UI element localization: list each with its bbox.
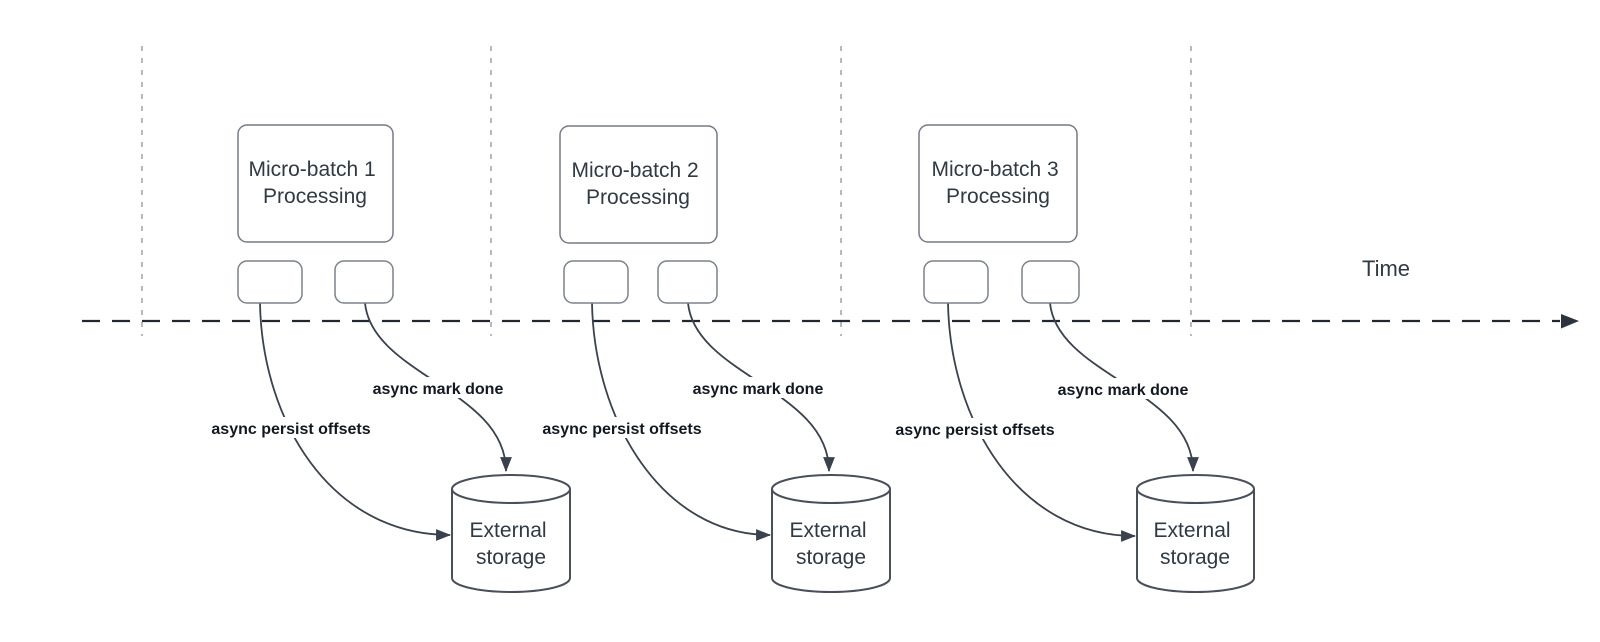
mark-done-label-bg-2 <box>686 377 831 398</box>
micro-batch-group-2: Micro-batch 2 Processing async mark done… <box>535 125 891 593</box>
mark-done-task-box-3 <box>1021 260 1080 304</box>
processing-box-1 <box>237 124 394 243</box>
micro-batch-group-1: Micro-batch 1 Processing async mark done… <box>204 124 571 593</box>
persist-offsets-task-box-2 <box>563 260 629 304</box>
mark-done-label-1: async mark done <box>373 381 504 398</box>
mark-done-label-2: async mark done <box>693 381 824 398</box>
persist-offsets-arrow-3 <box>947 302 1137 542</box>
micro-batch-group-3: Micro-batch 3 Processing async mark done… <box>888 124 1255 593</box>
processing-box-2-label: Micro-batch 2 Processing <box>571 159 704 209</box>
external-storage-cylinder-3: External storage <box>1136 474 1255 593</box>
external-storage-2-line2: storage <box>796 546 866 569</box>
processing-box-3-label: Micro-batch 3 Processing <box>931 158 1064 208</box>
cylinder-body-3 <box>1136 489 1255 593</box>
persist-offsets-label-3: async persist offsets <box>895 422 1054 439</box>
external-storage-cylinder-1: External storage <box>451 474 571 593</box>
persist-offsets-arrow-2 <box>591 302 772 541</box>
external-storage-label-1: External storage <box>470 519 553 569</box>
time-axis-label: Time <box>1362 256 1410 281</box>
persist-offsets-label-bg-1 <box>204 417 379 438</box>
mark-done-label-bg-1 <box>366 377 511 398</box>
processing-box-1-label: Micro-batch 1 Processing <box>248 158 381 208</box>
time-axis-arrowhead-icon <box>1561 314 1579 329</box>
processing-box-1-line1: Micro-batch 1 <box>248 158 375 181</box>
cylinder-body-2 <box>771 489 891 593</box>
external-storage-2-line1: External <box>790 519 867 542</box>
cylinder-body-1 <box>451 489 571 593</box>
external-storage-label-2: External storage <box>790 519 873 569</box>
processing-box-2-line2: Processing <box>586 186 690 209</box>
processing-box-3-line1: Micro-batch 3 <box>931 158 1058 181</box>
processing-box-2-line1: Micro-batch 2 <box>571 159 698 182</box>
persist-offsets-label-bg-2 <box>535 417 710 438</box>
external-storage-1-line1: External <box>470 519 547 542</box>
mark-done-task-box-1 <box>334 260 394 304</box>
persist-offsets-arrow-1 <box>259 302 452 541</box>
persist-offsets-label-bg-3 <box>888 418 1063 439</box>
processing-box-2 <box>559 125 718 244</box>
persist-offsets-label-2: async persist offsets <box>542 421 701 438</box>
external-storage-3-line2: storage <box>1160 546 1230 569</box>
mark-done-label-bg-3 <box>1051 378 1196 399</box>
cylinder-top-3 <box>1136 474 1255 504</box>
processing-box-1-line2: Processing <box>263 185 367 208</box>
persist-offsets-label-1: async persist offsets <box>211 421 370 438</box>
mark-done-task-box-2 <box>657 260 718 304</box>
external-storage-label-3: External storage <box>1154 519 1237 569</box>
persist-offsets-task-box-1 <box>237 260 303 304</box>
persist-offsets-task-box-3 <box>923 260 989 304</box>
external-storage-cylinder-2: External storage <box>771 474 891 593</box>
cylinder-top-1 <box>451 474 571 504</box>
mark-done-label-3: async mark done <box>1058 382 1189 399</box>
cylinder-top-2 <box>771 474 891 504</box>
processing-box-3 <box>918 124 1078 243</box>
external-storage-1-line2: storage <box>476 546 546 569</box>
processing-box-3-line2: Processing <box>946 185 1050 208</box>
external-storage-3-line1: External <box>1154 519 1231 542</box>
